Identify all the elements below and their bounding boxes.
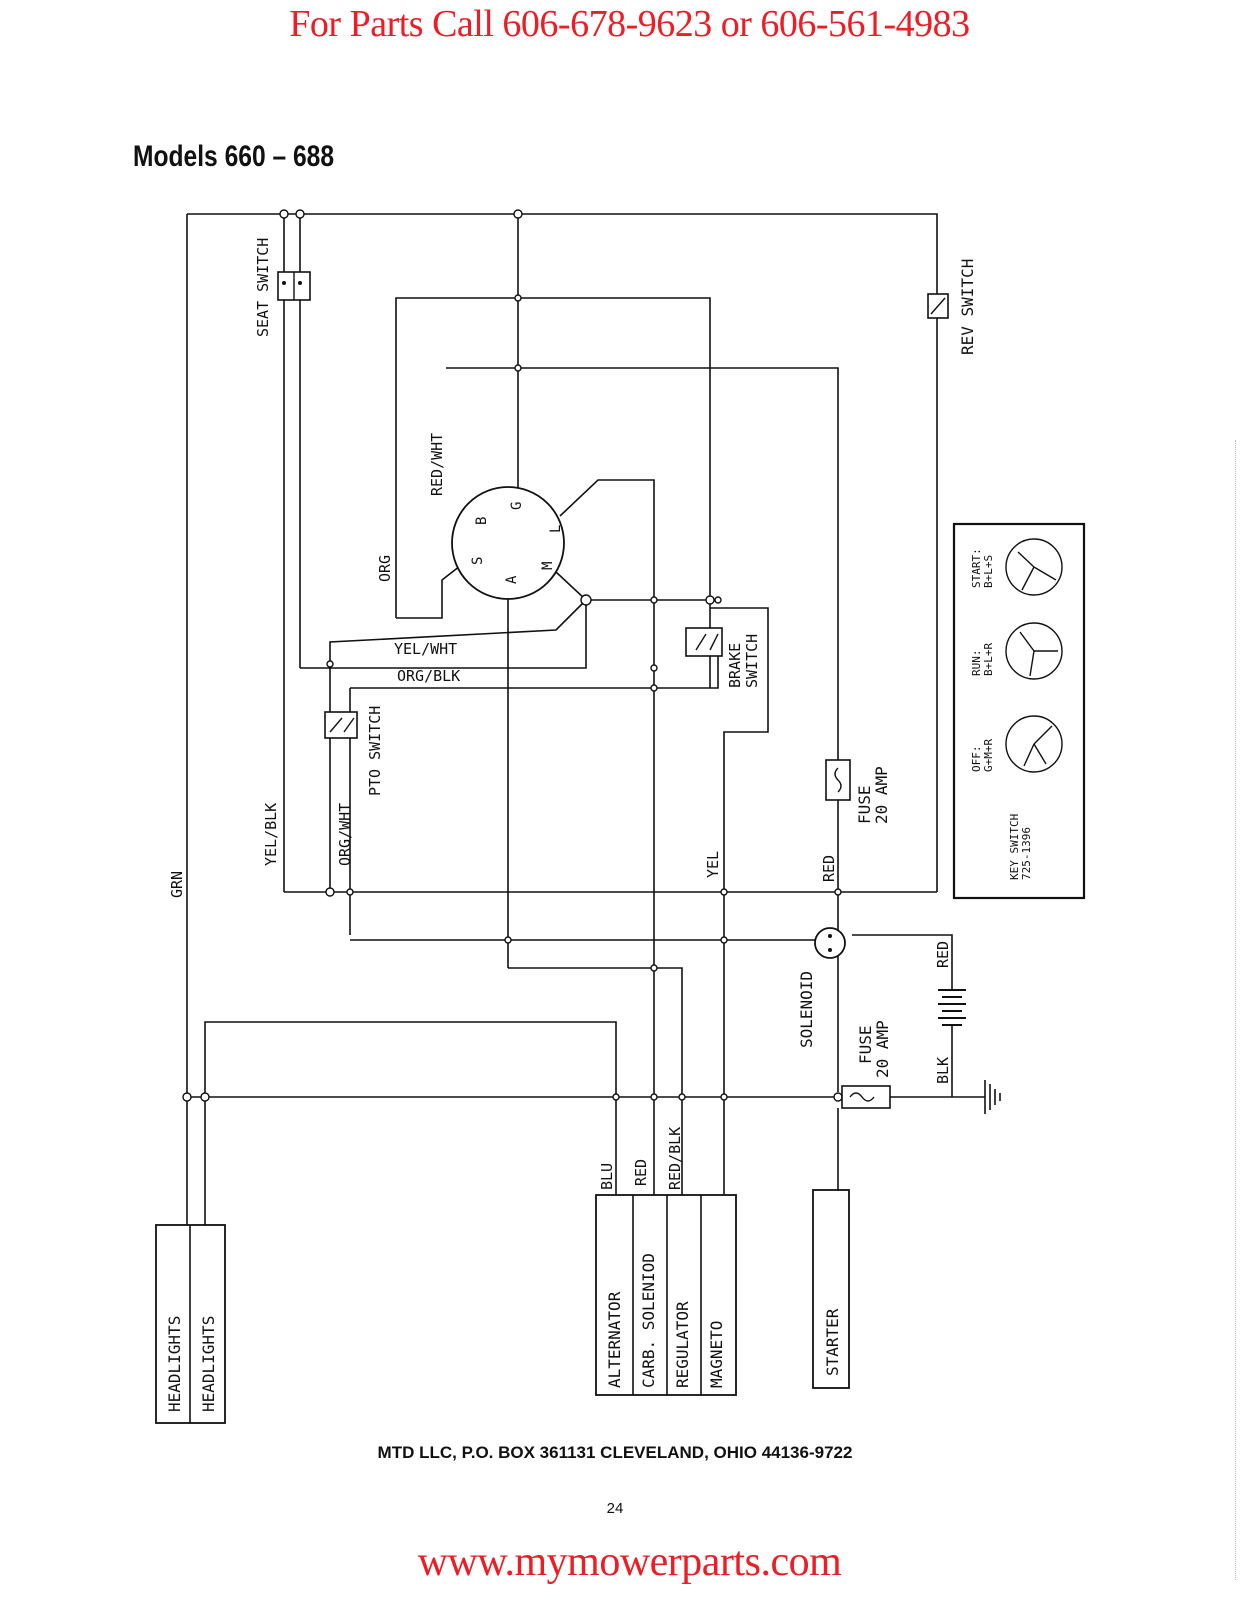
- wire-yel-wht-label: YEL/WHT: [394, 640, 457, 658]
- wire-lines: [186, 213, 985, 1225]
- company-address: MTD LLC, P.O. BOX 361131 CLEVELAND, OHIO…: [377, 1443, 853, 1462]
- fuse-bottom: FUSE 20 AMP: [841, 1020, 892, 1109]
- legend-off-2: G+M+R: [982, 739, 995, 772]
- terminal-a-label: A: [504, 575, 520, 584]
- wire-blu-label: BLU: [598, 1163, 616, 1190]
- alternator-label: ALTERNATOR: [605, 1291, 624, 1388]
- wire-yel-blk-label: YEL/BLK: [262, 803, 280, 866]
- fuse-top: FUSE 20 AMP: [825, 759, 891, 824]
- starter-label: STARTER: [823, 1308, 842, 1376]
- fuse-bottom-label-2: 20 AMP: [873, 1020, 892, 1078]
- wire-org-blk-label: ORG/BLK: [397, 667, 460, 685]
- wire-yel-label: YEL: [704, 851, 722, 878]
- wire-battery-red-label: RED: [934, 941, 952, 968]
- legend-off-1: OFF:: [970, 746, 983, 773]
- headlights-label-1: HEADLIGHTS: [165, 1316, 184, 1412]
- legend-run-diagram: [1005, 622, 1063, 680]
- headlights-block: HEADLIGHTS HEADLIGHTS: [155, 1224, 226, 1424]
- terminal-l-label: L: [548, 525, 564, 533]
- wire-red-wht-label: RED/WHT: [428, 433, 446, 496]
- page-number: 24: [606, 1500, 624, 1517]
- brake-switch-label-1: BRAKE: [726, 643, 744, 688]
- terminal-g-label: G: [509, 502, 525, 510]
- scan-edge-marks: [1235, 440, 1237, 1580]
- parts-phone-banner: For Parts Call 606-678-9623 or 606-561-4…: [289, 3, 970, 45]
- solenoid-label: SOLENOID: [797, 971, 816, 1048]
- engine-components-block: ALTERNATOR CARB. SOLENIOD REGULATOR MAGN…: [595, 1194, 737, 1396]
- wire-org-label: ORG: [376, 555, 394, 582]
- brake-switch: BRAKE SWITCH: [685, 627, 761, 688]
- legend-title-2: 725-1396: [1020, 827, 1033, 880]
- legend-run-1: RUN:: [970, 650, 983, 677]
- ground-icon: [984, 1080, 1001, 1114]
- solenoid: SOLENOID: [797, 927, 846, 1048]
- starter-block: STARTER: [812, 1189, 850, 1389]
- regulator-label: REGULATOR: [673, 1301, 692, 1388]
- legend-start-1: START:: [970, 548, 983, 588]
- fuse-bottom-label-1: FUSE: [856, 1025, 875, 1064]
- terminal-s-label: S: [470, 557, 486, 565]
- website-link[interactable]: www.mymowerparts.com: [417, 1539, 842, 1585]
- headlights-label-2: HEADLIGHTS: [199, 1316, 218, 1412]
- magneto-label: MAGNETO: [707, 1321, 726, 1388]
- key-switch-legend: KEY SWITCH 725-1396 OFF: G+M+R RUN: B+L+…: [952, 522, 1086, 900]
- pto-switch: PTO SWITCH: [324, 706, 384, 796]
- wire-org-wht-label: ORG/WHT: [336, 803, 354, 866]
- fuse-top-label-2: 20 AMP: [872, 766, 891, 824]
- terminal-b-label: B: [474, 517, 490, 525]
- page-title: Models 660 – 688: [133, 140, 335, 173]
- wire-grn-label: GRN: [168, 871, 186, 898]
- terminal-m-label: M: [540, 562, 556, 570]
- legend-start-2: B+L+S: [982, 555, 995, 588]
- pto-switch-label: PTO SWITCH: [366, 706, 384, 796]
- carb-solenoid-label: CARB. SOLENIOD: [639, 1253, 658, 1388]
- key-switch: B G L M A S: [451, 486, 565, 600]
- wire-red-blk-label: RED/BLK: [666, 1127, 684, 1190]
- wire-blk-label: BLK: [934, 1057, 952, 1084]
- rev-switch-label: REV SWITCH: [958, 259, 977, 355]
- seat-switch-label: SEAT SWITCH: [254, 238, 272, 337]
- wire-red-label: RED: [820, 855, 838, 882]
- legend-title-1: KEY SWITCH: [1008, 814, 1021, 880]
- junction-dots: [182, 209, 843, 1102]
- fuse-top-label-1: FUSE: [855, 785, 874, 824]
- seat-switch: SEAT SWITCH: [254, 238, 311, 337]
- wire-alt-red-label: RED: [632, 1159, 650, 1186]
- brake-switch-label-2: SWITCH: [743, 634, 761, 688]
- legend-start-diagram: [1005, 538, 1063, 596]
- battery: [938, 970, 966, 1050]
- legend-off-diagram: [1005, 715, 1063, 773]
- wire-labels: RED/WHT ORG YEL/WHT ORG/BLK YEL/BLK ORG/…: [168, 433, 952, 1190]
- rev-switch: REV SWITCH: [927, 259, 977, 355]
- legend-run-2: B+L+R: [982, 643, 995, 676]
